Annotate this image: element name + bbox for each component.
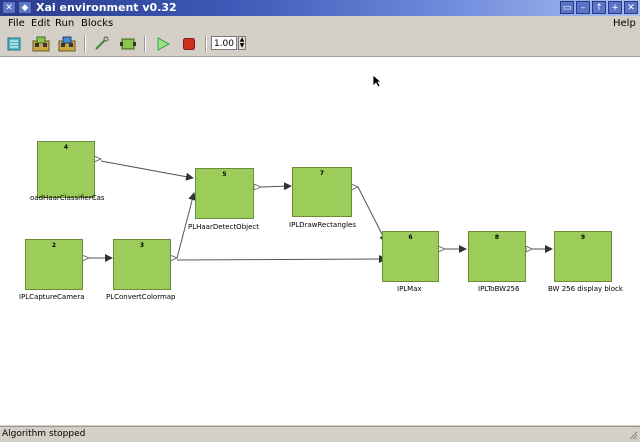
block-number: 3 (139, 242, 145, 249)
window-menu-icon[interactable]: ✕ (2, 1, 16, 14)
menu-run[interactable]: Run (55, 18, 75, 29)
connect-icon[interactable] (91, 35, 111, 53)
block-5[interactable]: 5 (195, 168, 254, 219)
connections (81, 155, 553, 264)
block-4[interactable]: 4 (37, 141, 95, 198)
block-2[interactable]: 2 (25, 239, 83, 290)
block-number: 5 (222, 171, 227, 178)
block-label: IPLDrawRectangles (289, 221, 356, 229)
save-icon[interactable] (57, 35, 77, 53)
block-label: IPLMax (397, 285, 422, 293)
spin-down-icon[interactable]: ▼ (239, 42, 245, 49)
block-label: PLConvertColormap (106, 293, 176, 301)
run-icon[interactable] (153, 35, 173, 53)
speed-input[interactable]: 1.00 (211, 36, 237, 50)
link-3-5[interactable] (176, 192, 197, 259)
block-6[interactable]: 6 (382, 231, 439, 282)
shade-icon[interactable]: ▭ (560, 1, 574, 14)
link-5-7[interactable] (260, 182, 292, 191)
spin-up-icon[interactable]: ▲ (239, 36, 245, 43)
title-bar: ✕ ◆ Xai environment v0.32 ▭ – ↑ + ✕ (0, 0, 640, 17)
menu-file[interactable]: File (8, 18, 25, 29)
status-bar: Algorithm stopped (0, 426, 640, 442)
block-7[interactable]: 7 (292, 167, 352, 217)
link-3-6[interactable] (176, 255, 387, 264)
block-label: oadHaarClassifierCas (30, 194, 105, 202)
block-number: 2 (51, 242, 57, 249)
block-number: 9 (580, 234, 586, 241)
add-block-icon[interactable] (118, 35, 138, 53)
raise-icon[interactable]: ↑ (592, 1, 606, 14)
block-number: 7 (319, 170, 325, 177)
block-label: PLHaarDetectObject (188, 223, 259, 231)
menu-blocks[interactable]: Blocks (81, 18, 114, 29)
maximize-icon[interactable]: + (608, 1, 622, 14)
block-9[interactable]: 9 (554, 231, 612, 282)
block-number: 4 (63, 144, 69, 151)
toolbar (0, 32, 640, 57)
link-4-5[interactable] (100, 160, 194, 181)
menu-help[interactable]: Help (613, 18, 636, 29)
new-icon[interactable] (4, 35, 24, 53)
minimize-icon[interactable]: – (576, 1, 590, 14)
block-3[interactable]: 3 (113, 239, 171, 290)
stop-icon[interactable] (179, 35, 199, 53)
diamond-icon[interactable]: ◆ (18, 1, 32, 14)
block-label: IPLCaptureCamera (19, 293, 85, 301)
menu-edit[interactable]: Edit (31, 18, 51, 29)
block-number: 6 (408, 234, 413, 241)
block-label: IPLToBW256 (478, 285, 520, 293)
speed-spinner[interactable]: ▲ ▼ (238, 36, 246, 50)
block-label: BW 256 display block (548, 285, 623, 293)
menu-bar: File Edit Run Blocks Help (0, 16, 640, 32)
diagram-canvas[interactable]: 4 oadHaarClassifierCas 2 IPLCaptureCamer… (0, 57, 640, 425)
open-icon[interactable] (31, 35, 51, 53)
block-number: 8 (494, 234, 500, 241)
block-8[interactable]: 8 (468, 231, 526, 282)
window-title: Xai environment v0.32 (36, 1, 177, 14)
link-7-6[interactable] (357, 186, 387, 243)
status-text: Algorithm stopped (2, 429, 86, 439)
close-icon[interactable]: ✕ (624, 1, 638, 14)
resize-grip-icon[interactable] (628, 430, 638, 440)
mouse-cursor-icon (372, 74, 382, 88)
